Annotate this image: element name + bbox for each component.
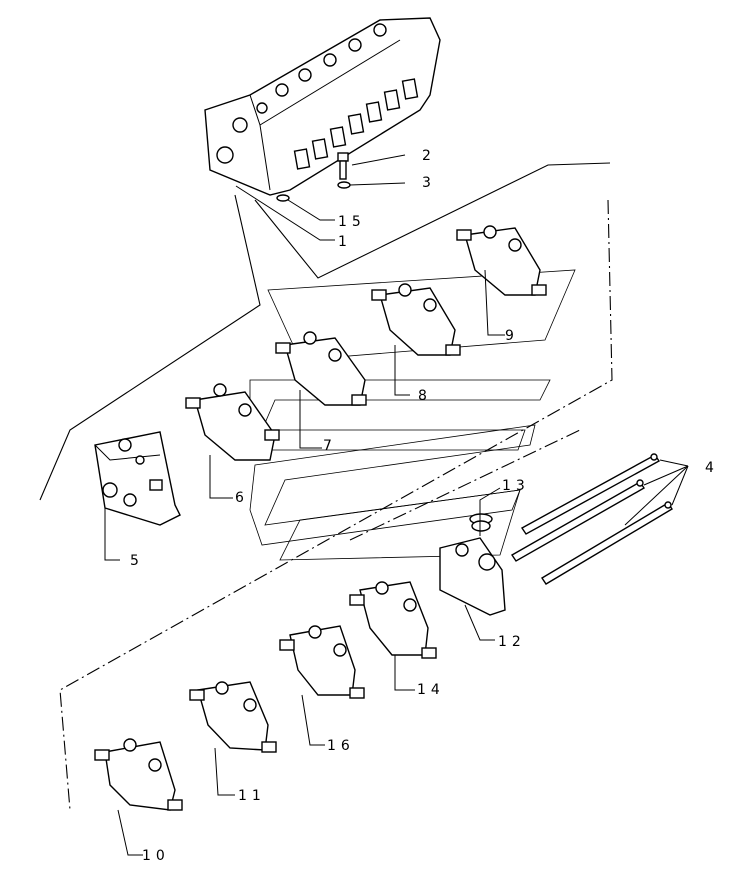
callout-15: 15 bbox=[338, 214, 366, 230]
callout-7: 7 bbox=[323, 438, 337, 454]
tie-rods bbox=[511, 453, 673, 585]
spool-section-11 bbox=[189, 681, 277, 753]
callout-6: 6 bbox=[235, 490, 249, 506]
spool-section-6 bbox=[185, 383, 280, 461]
plug bbox=[469, 513, 493, 532]
outlet-section bbox=[439, 537, 506, 616]
callout-11: 11 bbox=[238, 788, 266, 804]
spool-section-9 bbox=[456, 225, 547, 296]
spool-section-16 bbox=[279, 625, 365, 699]
callout-2: 2 bbox=[422, 148, 436, 164]
inlet-section bbox=[94, 431, 181, 526]
section-frame-lines bbox=[39, 162, 613, 811]
valve-bank-assembly bbox=[204, 17, 441, 196]
callout-1: 1 bbox=[338, 234, 352, 250]
callout-5: 5 bbox=[130, 553, 144, 569]
callout-12: 12 bbox=[498, 634, 526, 650]
washer-small bbox=[276, 194, 290, 202]
bolt bbox=[337, 152, 349, 180]
callout-13: 13 bbox=[502, 478, 530, 494]
washer bbox=[337, 181, 351, 189]
callout-14: 14 bbox=[417, 682, 445, 698]
bank-spool-stubs bbox=[293, 78, 419, 170]
callout-9: 9 bbox=[505, 328, 519, 344]
spool-section-10 bbox=[94, 738, 183, 811]
callout-8: 8 bbox=[418, 388, 432, 404]
callout-4: 4 bbox=[705, 460, 719, 476]
leader-lines bbox=[104, 154, 689, 856]
callout-10: 10 bbox=[142, 848, 170, 864]
callout-16: 16 bbox=[327, 738, 355, 754]
spool-section-14 bbox=[349, 581, 437, 659]
spool-section-8 bbox=[371, 283, 461, 356]
callout-3: 3 bbox=[422, 175, 436, 191]
callout-labels: 1 2 3 4 5 6 7 8 9 10 11 12 13 14 15 16 bbox=[130, 148, 719, 864]
spool-section-7 bbox=[275, 331, 367, 406]
